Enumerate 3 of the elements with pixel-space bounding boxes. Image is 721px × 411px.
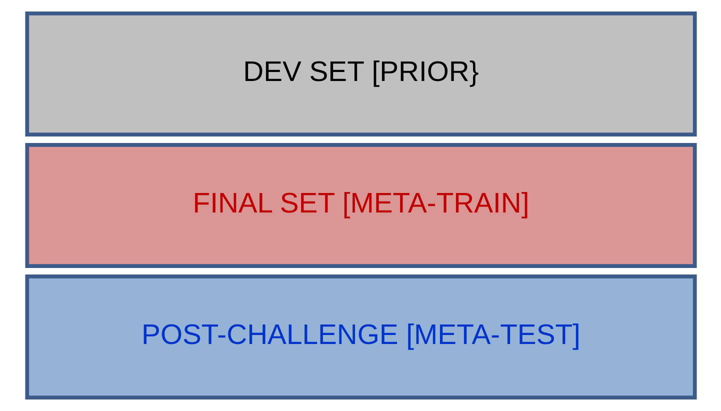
node-box: FINAL SET [META-TRAIN]: [24, 142, 696, 268]
node-box: DEV SET [PRIOR}: [24, 12, 696, 137]
node-box: POST-CHALLENGE [META-TEST]: [24, 274, 696, 400]
